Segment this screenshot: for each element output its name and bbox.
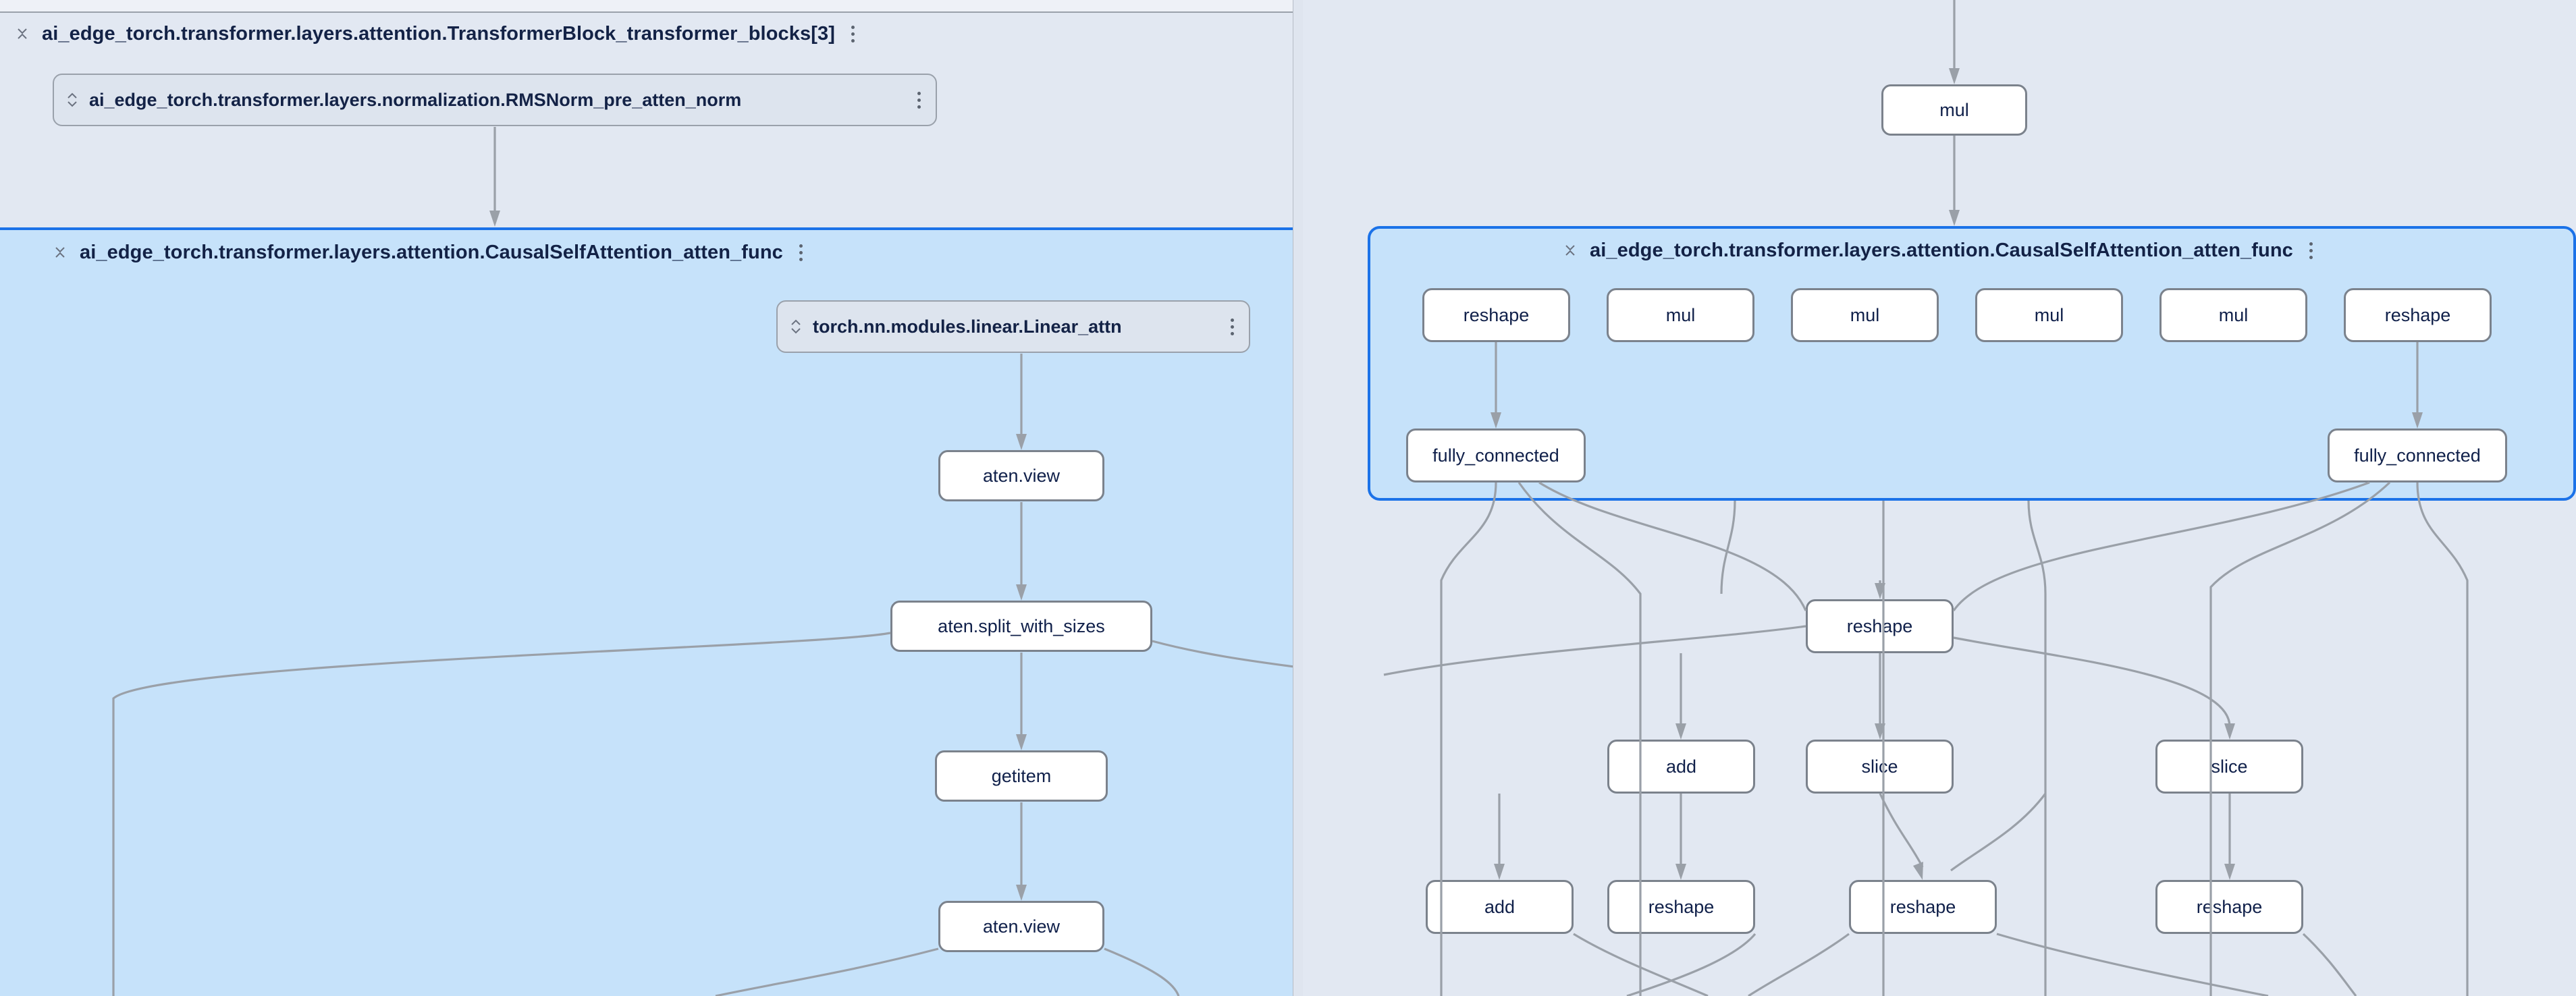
node-mul-1[interactable]: mul	[1607, 288, 1754, 342]
node-reshape-1[interactable]: reshape	[1422, 288, 1570, 342]
node-aten-split-with-sizes[interactable]: aten.split_with_sizes	[890, 601, 1152, 652]
expand-chevrons-icon[interactable]	[65, 88, 80, 111]
node-add-1[interactable]: add	[1607, 740, 1755, 794]
kebab-menu-icon[interactable]	[2305, 240, 2317, 260]
panel-top-chrome	[0, 0, 1293, 11]
node-reshape-5[interactable]: reshape	[1849, 880, 1997, 934]
kebab-menu-icon[interactable]	[795, 242, 807, 262]
group-causal-self-attention-right-header[interactable]: ai_edge_torch.transformer.layers.attenti…	[1563, 234, 2317, 267]
group-causal-self-attention-left-label: ai_edge_torch.transformer.layers.attenti…	[80, 241, 783, 263]
node-mul-2[interactable]: mul	[1791, 288, 1939, 342]
kebab-menu-icon[interactable]	[913, 90, 925, 110]
node-add-2[interactable]: add	[1426, 880, 1574, 934]
node-mul-4[interactable]: mul	[2159, 288, 2307, 342]
node-rmsnorm-pre-atten-norm[interactable]: ai_edge_torch.transformer.layers.normali…	[53, 74, 937, 126]
panel-splitter[interactable]	[1293, 0, 1303, 996]
node-aten-view-1[interactable]: aten.view	[938, 450, 1104, 501]
kebab-menu-icon[interactable]	[1226, 316, 1238, 337]
collapse-chevrons-icon[interactable]	[15, 22, 30, 45]
node-reshape-6[interactable]: reshape	[2155, 880, 2303, 934]
group-causal-self-attention-left-header[interactable]: ai_edge_torch.transformer.layers.attenti…	[53, 236, 807, 269]
left-graph-panel[interactable]: ai_edge_torch.transformer.layers.attenti…	[0, 0, 1293, 996]
collapse-chevrons-icon[interactable]	[53, 241, 68, 264]
node-linear-attn-label: torch.nn.modules.linear.Linear_attn	[813, 316, 1122, 337]
right-graph-panel[interactable]: mul ai_edge_torch.transformer.layers.att…	[1303, 0, 2576, 996]
node-linear-attn[interactable]: torch.nn.modules.linear.Linear_attn	[776, 300, 1250, 353]
collapse-chevrons-icon[interactable]	[1563, 239, 1578, 262]
node-reshape-3[interactable]: reshape	[1806, 599, 1954, 653]
node-rmsnorm-label: ai_edge_torch.transformer.layers.normali…	[89, 89, 742, 110]
node-getitem[interactable]: getitem	[935, 750, 1108, 802]
node-mul-3[interactable]: mul	[1975, 288, 2123, 342]
group-transformer-block-header[interactable]: ai_edge_torch.transformer.layers.attenti…	[15, 18, 859, 50]
panel-top-rule	[0, 11, 1293, 13]
node-mul-top[interactable]: mul	[1881, 84, 2027, 136]
node-reshape-2[interactable]: reshape	[2344, 288, 2492, 342]
kebab-menu-icon[interactable]	[847, 24, 859, 44]
node-aten-view-2[interactable]: aten.view	[938, 901, 1104, 952]
group-transformer-block-label: ai_edge_torch.transformer.layers.attenti…	[42, 22, 835, 45]
node-reshape-4[interactable]: reshape	[1607, 880, 1755, 934]
node-slice-1[interactable]: slice	[1806, 740, 1954, 794]
node-slice-2[interactable]: slice	[2155, 740, 2303, 794]
node-fully-connected-2[interactable]: fully_connected	[2328, 428, 2507, 482]
expand-chevrons-icon[interactable]	[788, 315, 803, 338]
node-fully-connected-1[interactable]: fully_connected	[1406, 428, 1586, 482]
group-causal-self-attention-right-label: ai_edge_torch.transformer.layers.attenti…	[1590, 239, 2293, 261]
